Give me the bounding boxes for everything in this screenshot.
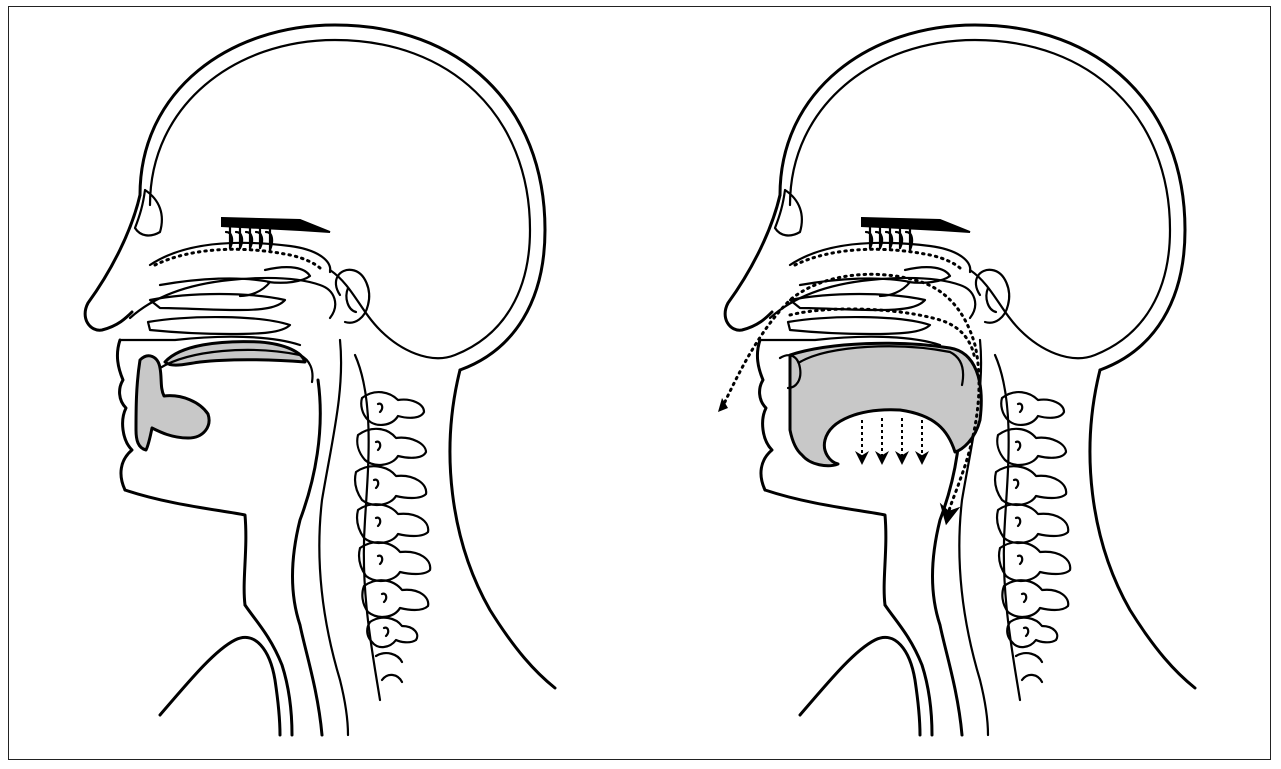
olfactory-cleft-dots-right xyxy=(795,249,962,270)
tongue-pressure-arrows xyxy=(862,418,922,458)
right-head-diagram xyxy=(718,25,1195,735)
oral-cavity-shading-right xyxy=(790,343,981,465)
left-head-diagram xyxy=(85,25,555,735)
tongue-shading-left xyxy=(136,356,209,450)
olfactory-cleft-dots-left xyxy=(155,249,322,270)
